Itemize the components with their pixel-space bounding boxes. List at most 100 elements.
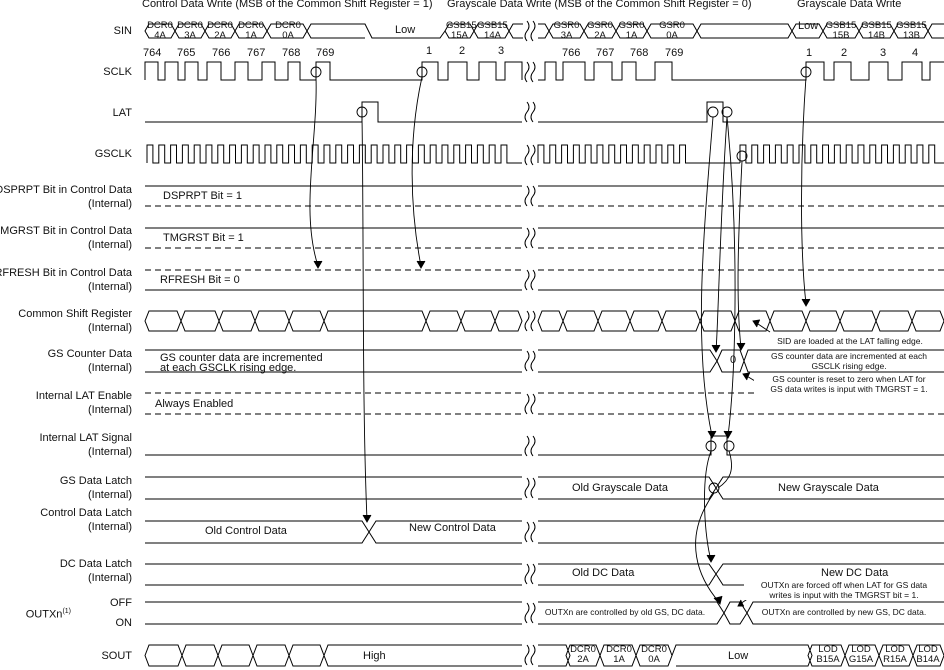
signal-ils-internal: (Internal) xyxy=(87,446,132,458)
signal-lat: LAT xyxy=(112,107,132,119)
break-gap xyxy=(523,520,537,544)
signal-csr: Common Shift Register xyxy=(18,308,132,320)
tmgrst-value: TMGRST Bit = 1 xyxy=(163,232,244,244)
outx-new-note: OUTXn are controlled by new GS, DC data. xyxy=(761,607,927,617)
sclk-waveform xyxy=(144,61,944,81)
sout-high: High xyxy=(363,650,386,662)
break-gap xyxy=(523,476,537,500)
time-break-marks xyxy=(523,19,537,667)
sclk-count: 3 xyxy=(498,45,505,57)
internal-lat-waveform xyxy=(145,435,944,456)
sclk-count: 768 xyxy=(630,47,649,59)
break-mark xyxy=(530,101,536,123)
break-mark xyxy=(530,144,536,166)
break-mark xyxy=(530,20,536,42)
new-control-data: New Control Data xyxy=(409,522,496,534)
break-mark xyxy=(524,227,530,249)
break-gap xyxy=(523,60,537,84)
break-mark xyxy=(530,602,536,624)
break-mark xyxy=(524,435,530,457)
sclk-count: 769 xyxy=(316,47,335,59)
signal-dcl-internal: (Internal) xyxy=(87,572,132,584)
sclk-count: 3 xyxy=(880,47,887,59)
outx-old-note: OUTXn are controlled by old GS, DC data. xyxy=(544,607,706,617)
signal-gsclk: GSCLK xyxy=(94,148,132,160)
signal-gsl-internal: (Internal) xyxy=(87,489,132,501)
sclk-count: 1 xyxy=(426,45,433,57)
old-control-data: Old Control Data xyxy=(205,525,287,537)
signal-dsprpt: DSPRPT Bit in Control Data xyxy=(0,184,132,196)
break-mark xyxy=(524,20,530,42)
signal-on: ON xyxy=(115,617,133,629)
signal-off: OFF xyxy=(110,597,132,609)
signal-cdl-internal: (Internal) xyxy=(87,521,132,533)
break-mark xyxy=(524,61,530,83)
break-mark xyxy=(530,644,536,666)
gs-latch-bus xyxy=(145,476,944,500)
break-mark xyxy=(530,563,536,585)
break-mark xyxy=(530,185,536,207)
dc-latch-bus xyxy=(145,563,944,586)
signal-ile: Internal LAT Enable xyxy=(35,390,132,402)
break-mark xyxy=(530,477,536,499)
break-mark xyxy=(524,477,530,499)
break-gap xyxy=(523,184,537,208)
signal-cdl: Control Data Latch xyxy=(40,507,132,519)
break-gap xyxy=(523,143,537,167)
break-mark xyxy=(530,310,536,332)
break-gap xyxy=(523,392,537,416)
sclk-count: 769 xyxy=(665,47,684,59)
break-gap xyxy=(523,349,537,373)
signal-ile-internal: (Internal) xyxy=(87,404,132,416)
lat-enable-lines xyxy=(145,392,944,415)
ctrl-latch-bus xyxy=(145,520,944,544)
break-mark xyxy=(524,144,530,166)
always-enabled: Always Enabled xyxy=(155,398,234,410)
sclk-count: 767 xyxy=(247,47,266,59)
header-gs-write: Grayscale Data Write (MSB of the Common … xyxy=(447,0,752,10)
break-mark xyxy=(530,393,536,415)
signal-dsprpt-internal: (Internal) xyxy=(87,198,132,210)
old-dc-data: Old DC Data xyxy=(572,567,635,579)
break-gap xyxy=(523,562,537,586)
break-mark xyxy=(524,602,530,624)
header-control-write: Control Data Write (MSB of the Common Sh… xyxy=(142,0,433,10)
break-mark xyxy=(524,101,530,123)
signal-rfresh: RFRESH Bit in Control Data xyxy=(0,267,132,279)
signal-dcl: DC Data Latch xyxy=(59,558,132,570)
sclk-count: 764 xyxy=(143,47,162,59)
break-mark xyxy=(524,310,530,332)
break-mark xyxy=(524,350,530,372)
sclk-count: 767 xyxy=(596,47,615,59)
sin-bus xyxy=(144,23,944,39)
break-mark xyxy=(524,563,530,585)
sclk-count: 1 xyxy=(806,47,813,59)
signal-tmgrst: TMGRST Bit in Control Data xyxy=(0,225,132,237)
lat-waveform xyxy=(145,101,944,123)
break-gap xyxy=(523,643,537,667)
csr-bus xyxy=(144,310,944,332)
signal-gsl: GS Data Latch xyxy=(59,475,132,487)
break-gap xyxy=(523,100,537,124)
sclk-count: 766 xyxy=(212,47,231,59)
sin-low-2: Low xyxy=(798,20,819,32)
